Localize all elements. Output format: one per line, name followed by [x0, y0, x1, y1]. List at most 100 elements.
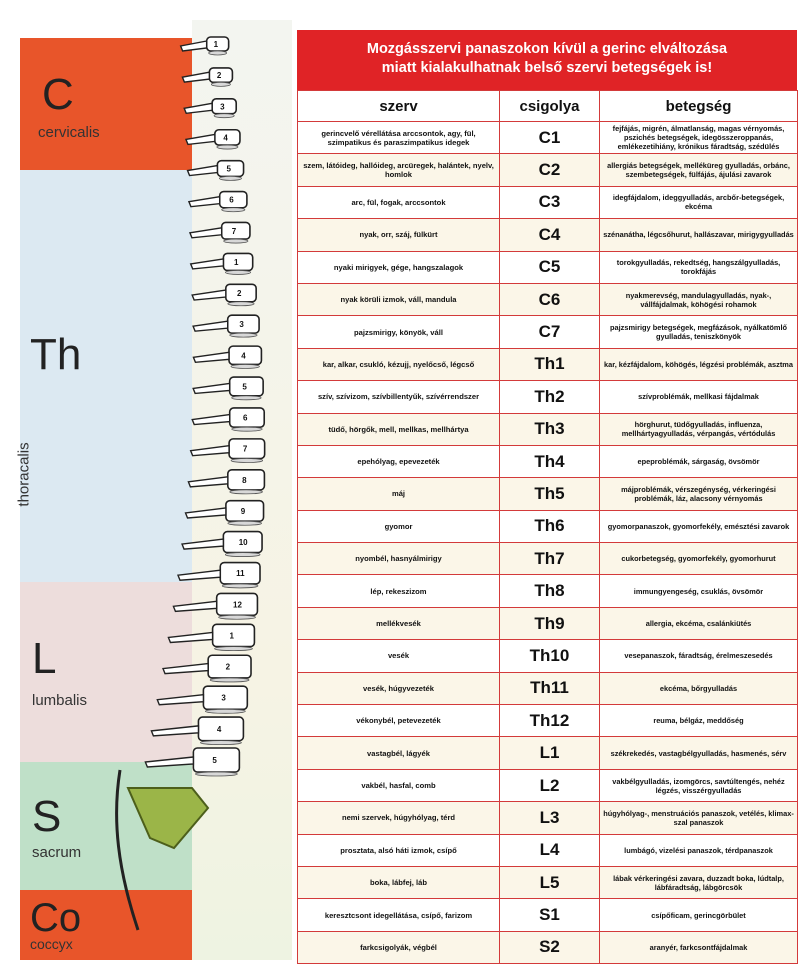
disease-cell: ekcéma, bőrgyulladás [599, 671, 798, 706]
vertebra-cell: Th4 [499, 444, 600, 479]
sacrum-outline [115, 769, 140, 931]
region-letter: S [32, 792, 62, 841]
disease-cell: lábak vérkeringési zavara, duzzadt boka,… [599, 865, 798, 900]
title-line-2: miatt kialakulhatnak belső szervi betegs… [381, 60, 713, 76]
vertebra-cell: C6 [499, 282, 600, 317]
table-row: kar, alkar, csukló, kézujj, nyelőcső, lé… [297, 347, 798, 382]
vertebra-process [144, 756, 195, 768]
vertebra-disc [231, 426, 263, 432]
vertebra-cell: C4 [499, 218, 600, 252]
vertebra-cell: Th1 [499, 347, 600, 382]
disease-cell: szénanátha, légcsőhurut, hallászavar, mi… [599, 218, 798, 252]
vertebra-number: 9 [241, 507, 246, 516]
organ-cell: keresztcsont idegellátása, csípő, farizo… [297, 898, 500, 932]
organ-cell: gyomor [297, 509, 500, 544]
vertebra-process [150, 725, 200, 737]
organ-cell: pajzsmirigy, könyök, váll [297, 315, 500, 349]
disease-cell: húgyhólyag-, menstruációs panaszok, veté… [599, 801, 798, 835]
vertebra-disc [200, 740, 242, 746]
column-header-organ: szerv [297, 90, 500, 122]
vertebra-cell: S2 [499, 930, 600, 964]
column-header-vertebra: csigolya [499, 90, 600, 122]
vertebra-disc [221, 583, 259, 589]
organ-cell: kar, alkar, csukló, kézujj, nyelőcső, lé… [297, 347, 500, 382]
organ-cell: nyak körüli izmok, váll, mandula [297, 282, 500, 317]
organ-cell: lép, rekeszizom [297, 574, 500, 608]
table-row: keresztcsont idegellátása, csípő, farizo… [297, 898, 798, 932]
vertebra-number: 3 [221, 694, 226, 703]
disease-cell: vesepanaszok, fáradtság, érelmeszesedés [599, 639, 798, 673]
region-word: lumbalis [32, 692, 88, 709]
disease-cell: reuma, bélgáz, meddőség [599, 704, 798, 738]
column-header-disease: betegség [599, 90, 798, 122]
region-letter: L [32, 634, 57, 683]
organ-cell: nyaki mirigyek, gége, hangszalagok [297, 250, 500, 284]
vertebra-cell: Th9 [499, 606, 600, 641]
title-banner: Mozgásszervi panaszokon kívül a gerinc e… [297, 30, 797, 90]
vertebra-number: 1 [214, 40, 219, 49]
vertebra-process [192, 382, 231, 395]
organ-cell: vékonybél, petevezeték [297, 704, 500, 738]
organ-vertebra-table: szerv csigolya betegség gerincvelő vérel… [297, 90, 798, 964]
vertebra-cell: Th7 [499, 542, 600, 576]
vertebra-disc [229, 489, 263, 495]
vertebra-process [167, 631, 214, 644]
organ-cell: tüdő, hörgők, mell, mellkas, mellhártya [297, 412, 500, 446]
vertebra-cell: C5 [499, 250, 600, 284]
disease-cell: fejfájás, migrén, álmatlanság, magas vér… [599, 120, 798, 155]
organ-cell: vastagbél, lágyék [297, 736, 500, 770]
vertebra-number: 7 [232, 227, 237, 236]
disease-cell: lumbágó, vizelési panaszok, térdpanaszok [599, 833, 798, 867]
vertebra-number: 1 [234, 258, 239, 267]
vertebra-process [181, 71, 211, 83]
vertebra-number: 2 [226, 663, 231, 672]
disease-cell: csípőficam, gerincgörbület [599, 898, 798, 932]
vertebra-cell: Th3 [499, 412, 600, 446]
spine-panel: C cervicalis Th thoracalis L lumbalis S … [0, 0, 292, 960]
vertebra-number: 4 [217, 725, 222, 734]
organ-cell: epehólyag, epevezeték [297, 444, 500, 479]
vertebra-cell: Th5 [499, 477, 600, 511]
vertebra-process [191, 289, 227, 301]
vertebra-disc [224, 270, 252, 275]
vertebra-number: 3 [220, 102, 225, 111]
region-letter: C [42, 70, 74, 119]
vertebra-process [172, 600, 218, 613]
vertebra-cell: L1 [499, 736, 600, 770]
vertebra-number: 12 [233, 600, 242, 609]
organ-cell: vesék, húgyvezeték [297, 671, 500, 706]
disease-cell: aranyér, farkcsontfájdalmak [599, 930, 798, 964]
vertebra-process [192, 351, 230, 364]
vertebra-process [187, 195, 221, 208]
vertebra-number: 6 [243, 414, 248, 423]
vertebra-cell: Th11 [499, 671, 600, 706]
vertebra-process [162, 662, 209, 675]
vertebra-process [183, 102, 213, 115]
region-word: cervicalis [38, 124, 100, 141]
disease-cell: cukorbetegség, gyomorfekély, gyomorhurut [599, 542, 798, 576]
organ-cell: máj [297, 477, 500, 511]
vertebra-process [181, 538, 225, 550]
vertebra-cell: Th8 [499, 574, 600, 608]
organ-cell: szív, szívizom, szívbillentyűk, szívérre… [297, 380, 500, 414]
vertebra-cell: L3 [499, 801, 600, 835]
region-letter: Th [30, 330, 82, 379]
vertebra-cell: C7 [499, 315, 600, 349]
vertebra-disc [194, 771, 238, 777]
vertebra-disc [221, 207, 246, 213]
vertebra-disc [208, 50, 228, 56]
disease-cell: immungyengeség, csuklás, övsömör [599, 574, 798, 608]
region-cervical-band: C cervicalis [20, 38, 192, 170]
